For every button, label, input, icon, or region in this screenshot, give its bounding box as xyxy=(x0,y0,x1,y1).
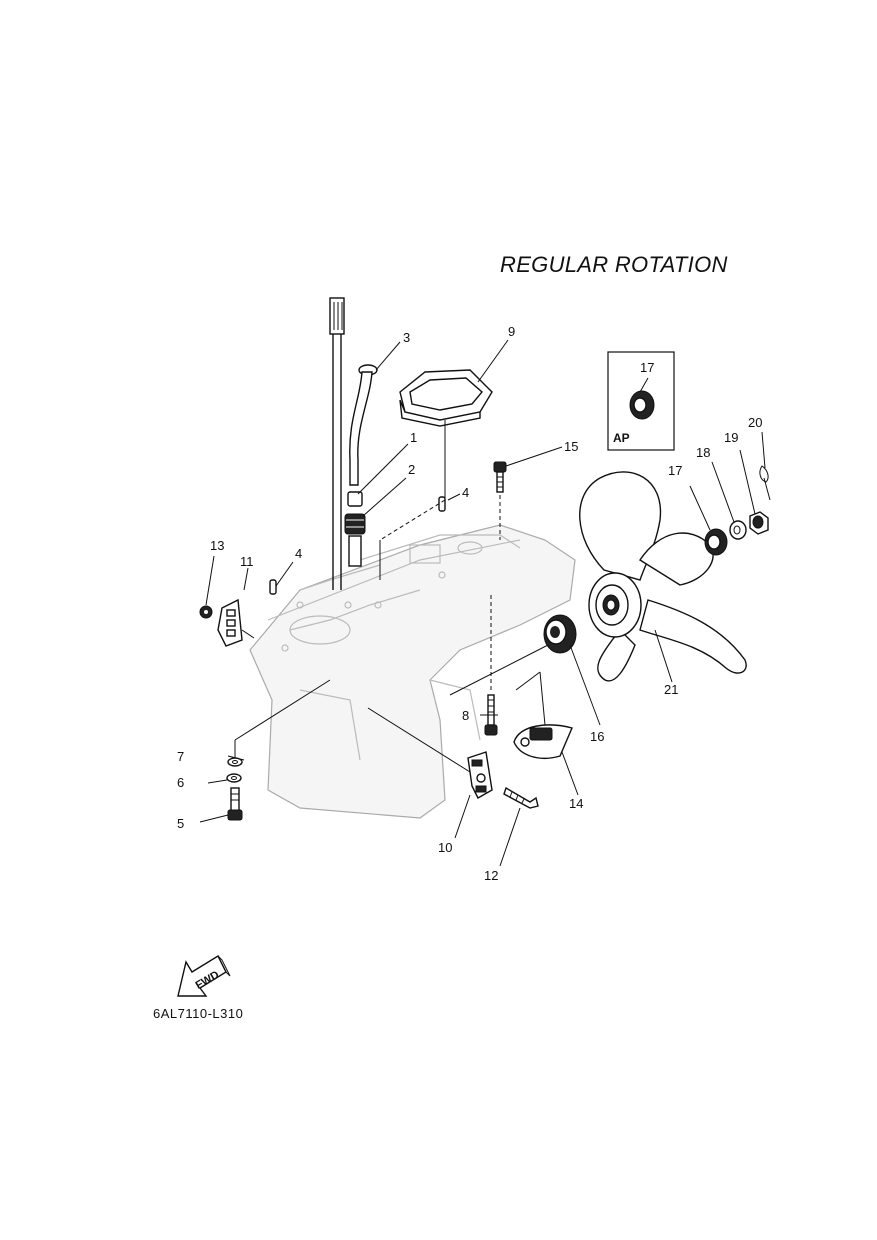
callout-16: 16 xyxy=(590,729,604,744)
callout-14: 14 xyxy=(569,796,583,811)
callout-7: 7 xyxy=(177,749,184,764)
spacer-part-17 xyxy=(704,528,728,556)
callout-20: 20 xyxy=(748,415,762,430)
screw-part-12 xyxy=(503,786,539,809)
trim-tab-part-14 xyxy=(513,724,573,760)
callout-21: 21 xyxy=(664,682,678,697)
drawing-code: 6AL7110-L310 xyxy=(153,1006,244,1021)
callout-1: 1 xyxy=(410,430,417,445)
leader-lines xyxy=(199,339,766,867)
cotter-pin-part-20 xyxy=(759,465,771,501)
callout-3: 3 xyxy=(403,330,410,345)
callout-19: 19 xyxy=(724,430,738,445)
grommet-part-2 xyxy=(344,513,366,567)
callout-6: 6 xyxy=(177,775,184,790)
bolt-part-15 xyxy=(493,461,507,493)
callout-4-upper: 4 xyxy=(462,485,469,500)
bolt-part-5 xyxy=(227,787,243,821)
bolt-part-8 xyxy=(484,694,498,736)
gasket-part-9 xyxy=(399,369,493,427)
thrust-washer-part-16 xyxy=(543,614,577,654)
callout-9: 9 xyxy=(508,324,515,339)
spacer-part-17-ap xyxy=(629,390,655,420)
drive-shaft xyxy=(329,297,345,590)
callout-18: 18 xyxy=(696,445,710,460)
anode-part-11 xyxy=(217,598,243,647)
diagram-heading: REGULAR ROTATION xyxy=(500,252,728,277)
anode-part-10 xyxy=(467,751,493,799)
callout-17-ap: 17 xyxy=(640,360,654,375)
callout-labels: 3 9 1 2 4 4 11 13 15 17 17 18 19 20 21 1… xyxy=(177,324,762,883)
propeller-part-21 xyxy=(579,471,747,682)
lower-casing xyxy=(249,524,576,819)
washer-part-18 xyxy=(729,520,747,540)
callout-17: 17 xyxy=(668,463,682,478)
callout-13: 13 xyxy=(210,538,224,553)
fwd-arrow-icon: FWD xyxy=(177,955,231,997)
nut-part-13 xyxy=(199,605,213,619)
callout-4-lower: 4 xyxy=(295,546,302,561)
callout-10: 10 xyxy=(438,840,452,855)
washer-part-6 xyxy=(226,773,242,783)
inset-label: AP xyxy=(613,431,630,445)
callout-12: 12 xyxy=(484,868,498,883)
grommet-part-1 xyxy=(347,491,363,507)
nut-part-19 xyxy=(749,511,769,535)
callout-2: 2 xyxy=(408,462,415,477)
callout-11: 11 xyxy=(240,554,254,569)
callout-5: 5 xyxy=(177,816,184,831)
callout-8: 8 xyxy=(462,708,469,723)
callout-15: 15 xyxy=(564,439,578,454)
ap-inset: AP xyxy=(607,351,675,451)
water-tube-part-3 xyxy=(349,364,378,486)
